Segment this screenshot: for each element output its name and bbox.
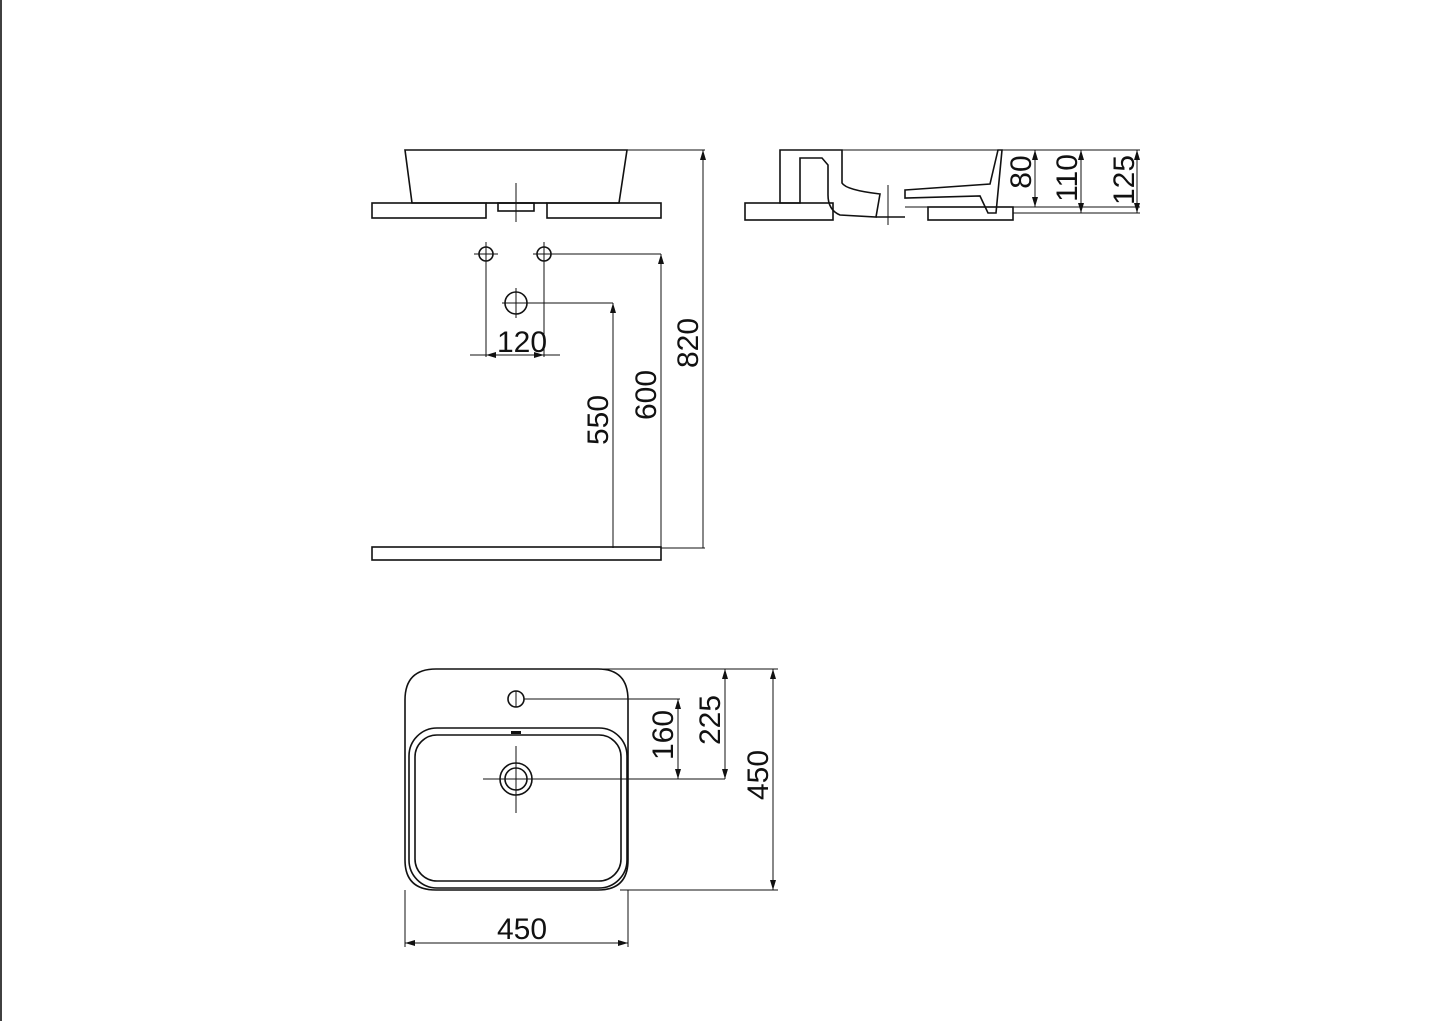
dim-bowl-depth: 80 <box>1005 155 1038 188</box>
basin-section-right <box>904 149 1003 214</box>
dim-overall-above-counter: 110 <box>1051 154 1084 202</box>
side-view: 80 110 125 <box>744 149 1141 225</box>
bowl-rim <box>408 727 628 889</box>
plan-view: 160 225 450 450 <box>404 668 778 947</box>
dim-drain-height: 550 <box>582 395 615 445</box>
dim-tap-height: 600 <box>630 370 663 420</box>
countertop-left <box>744 202 834 221</box>
countertop-left <box>371 202 487 219</box>
bowl-inner <box>414 734 622 882</box>
dim-tap-to-drain: 160 <box>647 710 680 760</box>
countertop-right <box>927 206 1014 221</box>
overflow <box>511 731 521 734</box>
dim-total-height: 125 <box>1108 155 1141 205</box>
dim-tap-spacing: 120 <box>497 326 547 359</box>
front-view: 120 550 600 820 <box>371 149 706 561</box>
dim-width: 450 <box>497 913 547 946</box>
floor <box>371 546 662 561</box>
basin-section-left <box>779 149 881 218</box>
basin-outline <box>404 668 629 891</box>
dim-rim-height: 820 <box>672 318 705 368</box>
countertop-right <box>546 202 662 219</box>
dim-edge-to-drain: 225 <box>694 695 727 745</box>
dim-depth: 450 <box>742 750 775 800</box>
